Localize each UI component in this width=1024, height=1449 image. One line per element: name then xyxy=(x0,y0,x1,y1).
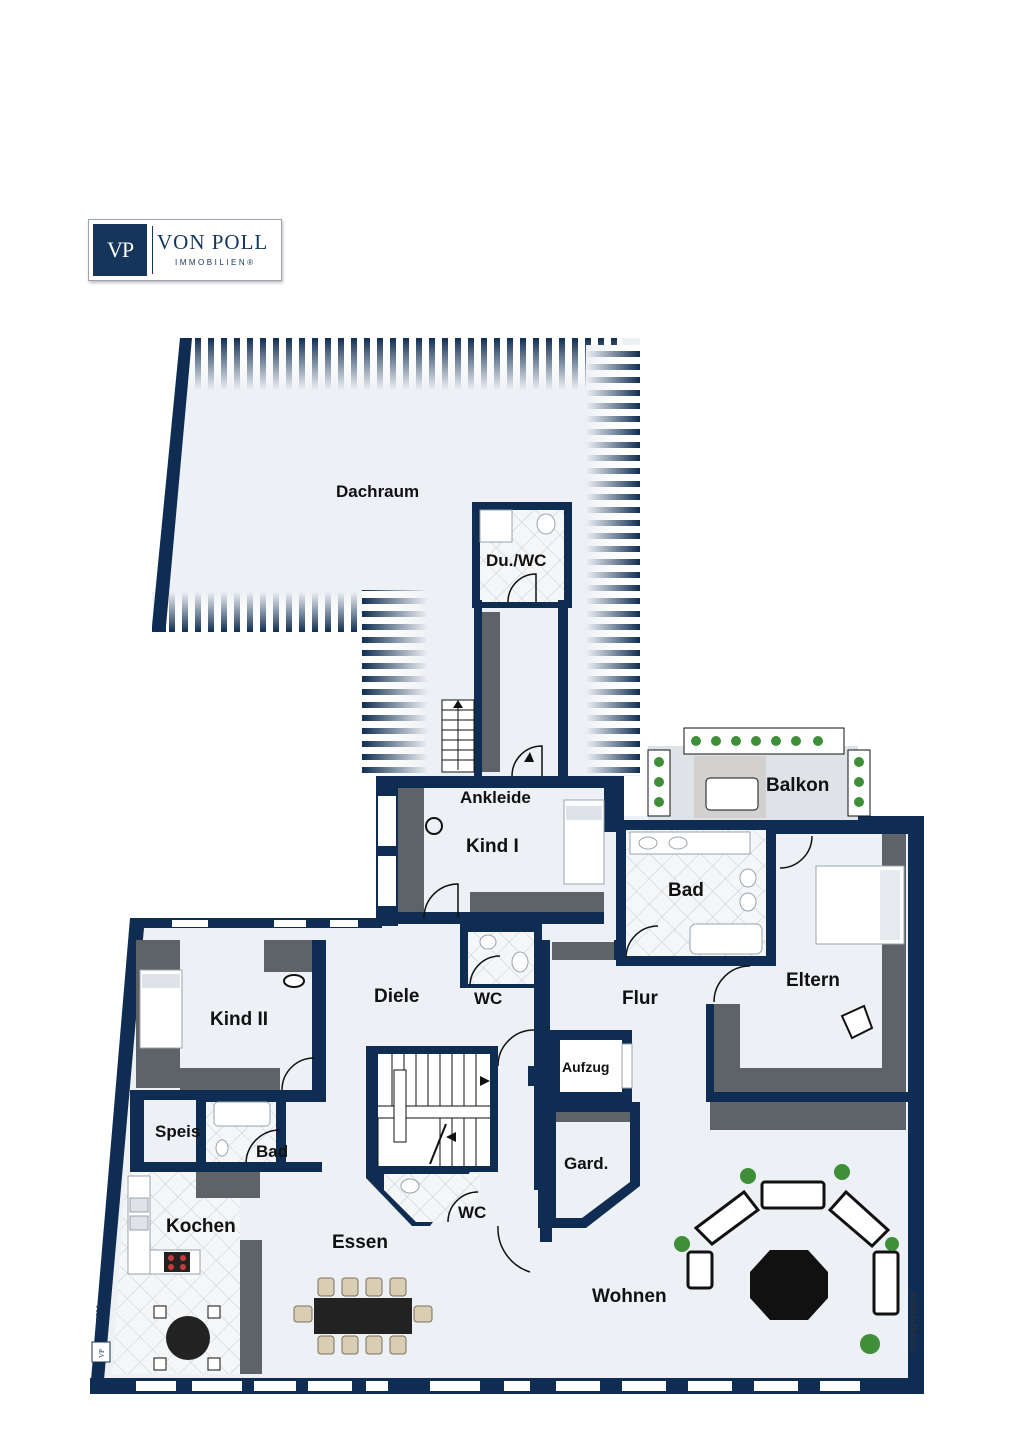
label-gard: Gard. xyxy=(564,1154,608,1173)
label-bad-top: Bad xyxy=(668,880,704,901)
label-kochen: Kochen xyxy=(166,1216,236,1237)
side-logo: VP VON POLL IMMOBILIEN xyxy=(91,1304,111,1363)
room-labels: Dachraum Du./WC Ankleide Balkon Kind I B… xyxy=(155,482,840,1307)
attic-area xyxy=(152,338,640,777)
label-dachraum: Dachraum xyxy=(336,482,419,501)
label-wohnen: Wohnen xyxy=(592,1286,667,1307)
label-kind-1: Kind I xyxy=(466,836,519,857)
side-logo-sub: IMMOBILIEN xyxy=(104,1311,109,1336)
label-wc-bottom: WC xyxy=(458,1203,486,1222)
logo-name: VON POLL xyxy=(157,230,269,254)
label-ankleide: Ankleide xyxy=(460,788,531,807)
label-essen: Essen xyxy=(332,1232,388,1253)
label-bad-small: Bad xyxy=(256,1142,288,1161)
main-floor xyxy=(90,727,924,1394)
label-diele: Diele xyxy=(374,986,419,1007)
label-aufzug: Aufzug xyxy=(562,1059,609,1075)
label-eltern: Eltern xyxy=(786,970,840,991)
label-kind-2: Kind II xyxy=(210,1009,268,1030)
label-balkon: Balkon xyxy=(766,775,829,796)
label-speis: Speis xyxy=(155,1122,200,1141)
label-flur: Flur xyxy=(622,988,658,1009)
side-logo-name: VON POLL xyxy=(95,1304,103,1338)
label-du-wc: Du./WC xyxy=(486,551,546,570)
side-logo-initials: VP xyxy=(98,1349,106,1358)
logo-divider xyxy=(152,226,153,274)
logo-mark: VP xyxy=(93,224,147,276)
logo-subtitle: IMMOBILIEN® xyxy=(175,258,256,267)
von-poll-logo: VP VON POLL IMMOBILIEN® xyxy=(88,219,282,281)
label-wc-top: WC xyxy=(474,989,502,1008)
credit-text: Immogrundriss xyxy=(908,1292,918,1352)
